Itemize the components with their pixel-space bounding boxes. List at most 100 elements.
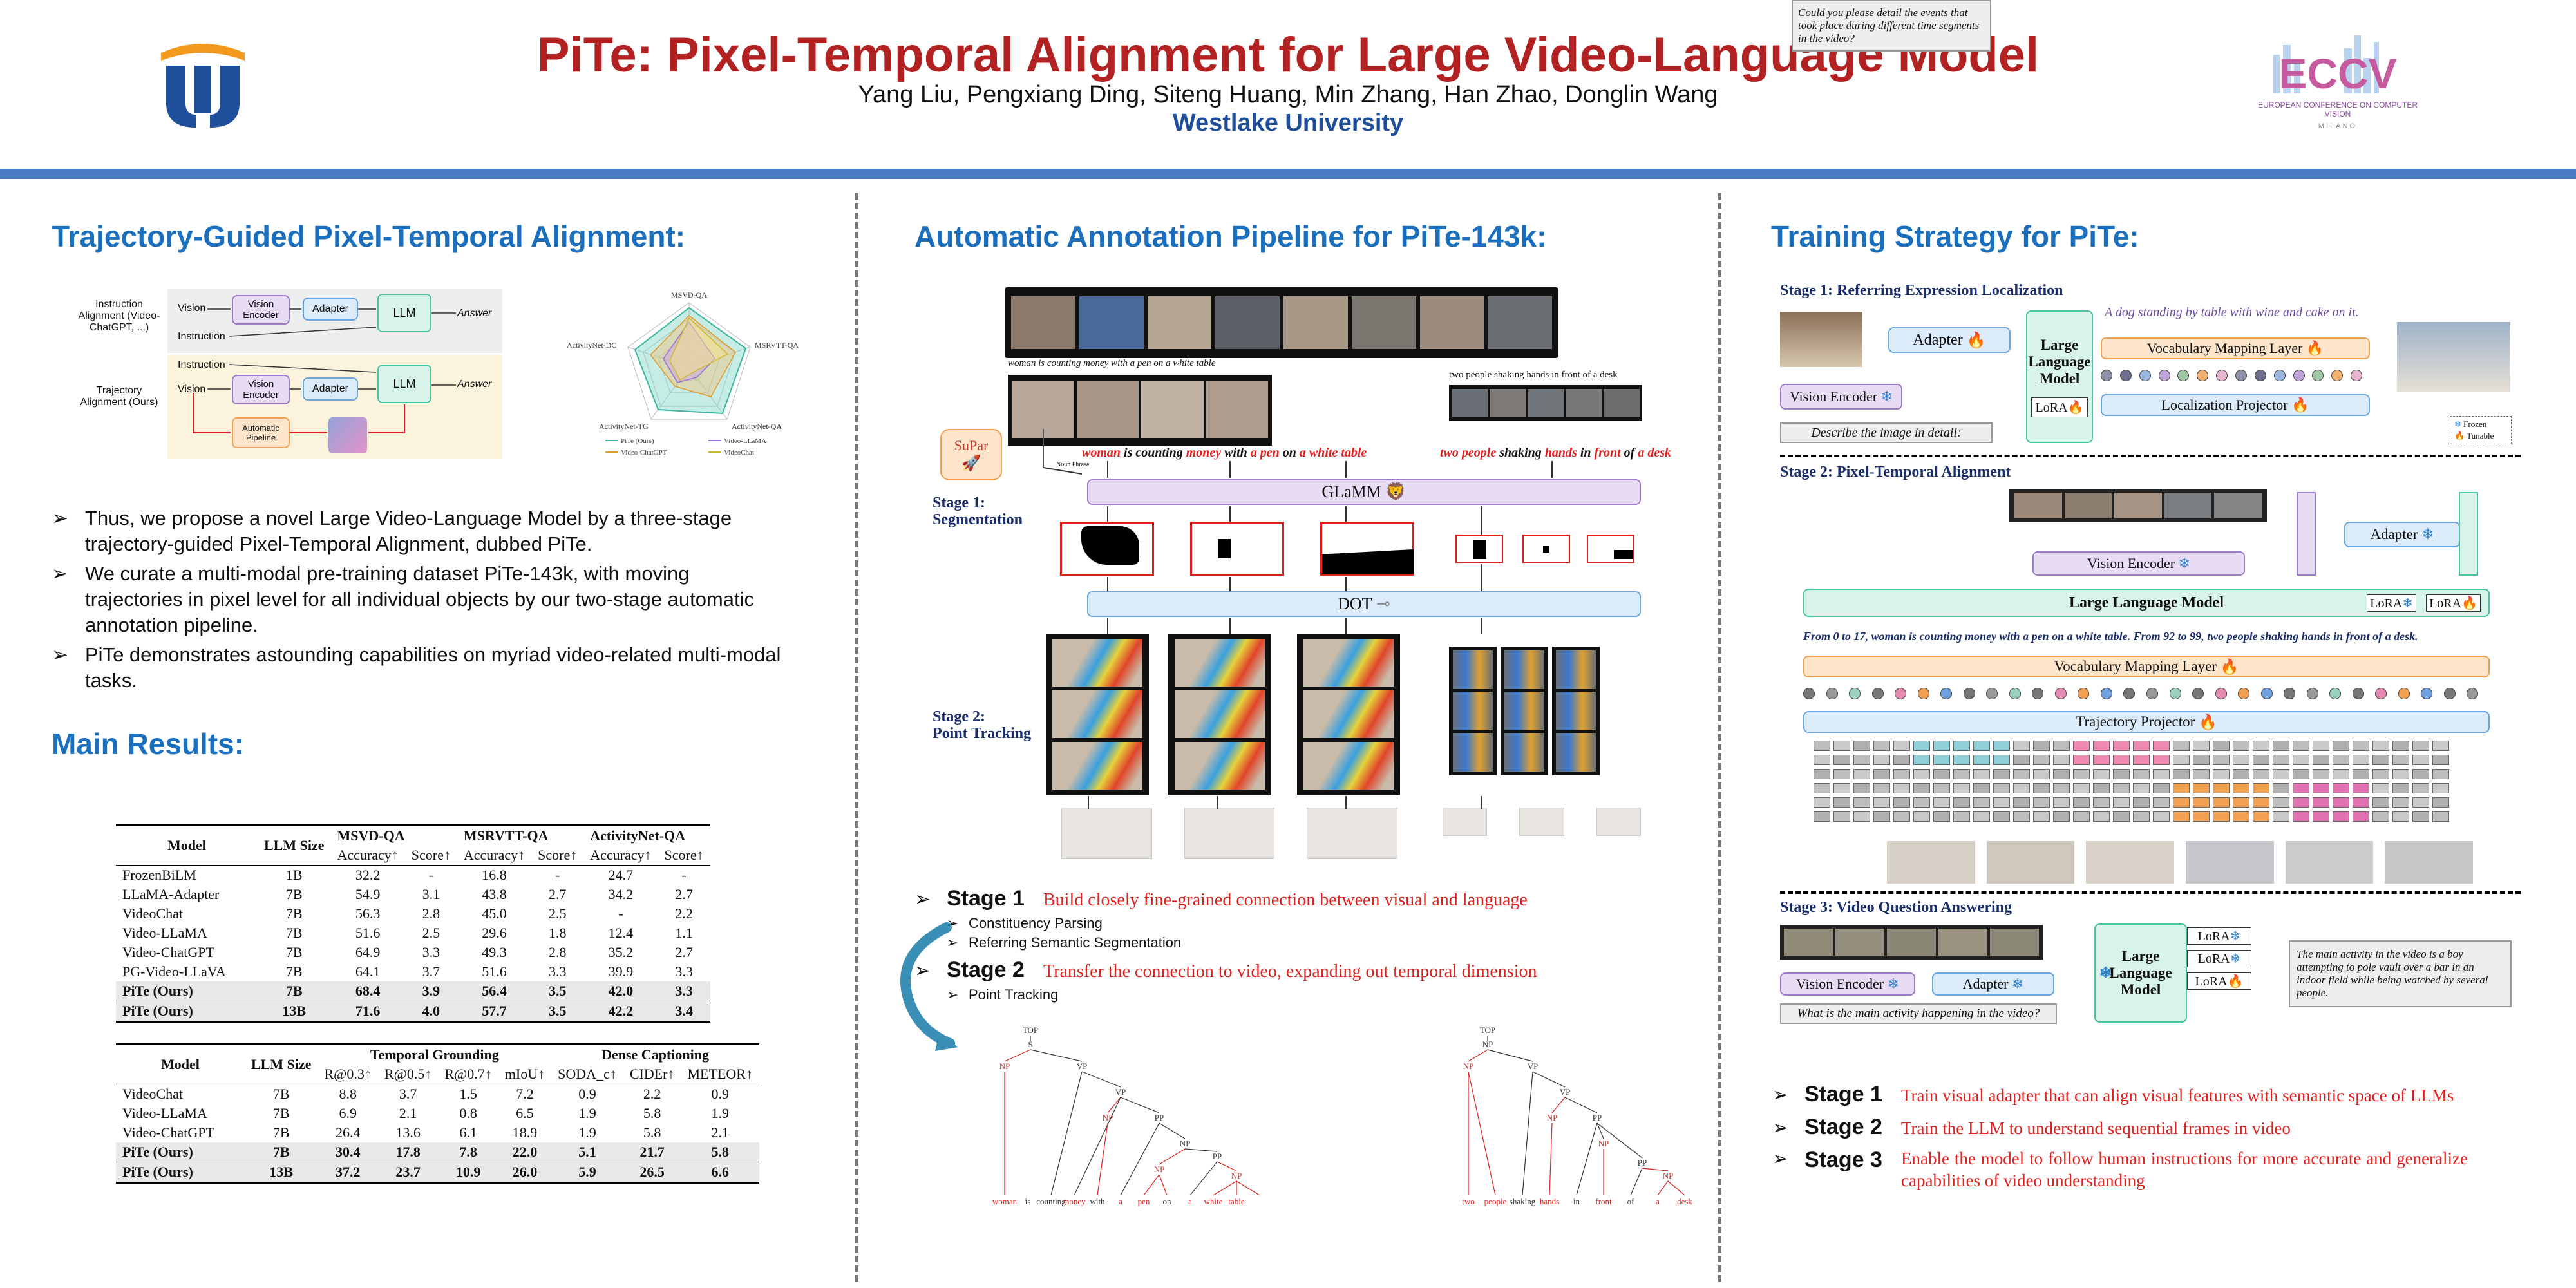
contribution-item: PiTe demonstrates astounding capabilitie… (52, 642, 786, 694)
trajectory-cell (2033, 755, 2050, 765)
table-cell: 17.8 (377, 1142, 439, 1162)
stage1-output-image (2397, 322, 2510, 392)
radar-axis-label: ActivityNet-DC (567, 341, 616, 350)
tree-node: people (1484, 1197, 1507, 1206)
trajectory-cell (2153, 755, 2170, 765)
table-cell: 2.7 (675, 944, 693, 960)
trajectory-cell (1973, 769, 1990, 779)
table-cell: 2.8 (422, 905, 440, 922)
trajectory-cell (1853, 741, 1870, 751)
stage3-vision-encoder: Vision Encoder ❄ (1780, 972, 1915, 996)
token-dot (1917, 688, 1929, 699)
tracking-strip (1297, 634, 1400, 795)
tracking-strip (1449, 647, 1497, 775)
tree-node: woman (992, 1197, 1018, 1206)
table-cell: 7B (285, 886, 303, 902)
token-dot (2139, 370, 2151, 381)
trajectory-cell (2333, 797, 2349, 808)
video-film-strip (1005, 287, 1558, 358)
stage2-vision-encoder: Vision Encoder ❄ (2032, 551, 2245, 576)
trajectory-cell (2173, 755, 2190, 765)
tree-node: counting (1036, 1197, 1066, 1206)
radar-legend-item: VideoChat (724, 449, 754, 457)
stage2-answer: From 0 to 17, woman is counting money wi… (1803, 630, 2418, 643)
table-subheader: METEOR↑ (687, 1066, 753, 1082)
column-divider-2 (1718, 193, 1721, 1282)
table-cell: PiTe (Ours) (116, 1001, 258, 1022)
trajectory-cell (1913, 783, 1930, 793)
trajectory-cell (2333, 811, 2349, 822)
stage3-answer: The main activity in the video is a boy … (2289, 940, 2512, 1007)
adapter-box: Adapter (303, 298, 358, 321)
trajectory-cell (2293, 811, 2309, 822)
table-cell: 35.2 (608, 944, 634, 960)
trajectory-cell (2113, 741, 2130, 751)
tree-node: VP (1115, 1087, 1126, 1097)
stage2-question: Could you please detail the events that … (1792, 0, 1991, 52)
trajectory-cell (2113, 769, 2130, 779)
table-cell: Video-ChatGPT (122, 1124, 214, 1141)
diagram-arrows (193, 308, 456, 433)
table-cell: 13B (245, 1162, 318, 1183)
token-dot (2273, 370, 2286, 381)
trajectory-cell (2053, 797, 2070, 808)
trajectory-cell (1953, 783, 1970, 793)
caption-word: in (1577, 446, 1595, 460)
token-dot (2119, 370, 2132, 381)
tree-node: TOP (1480, 1025, 1495, 1035)
trajectory-cell (1953, 769, 1970, 779)
tree-node: TOP (1023, 1025, 1038, 1035)
trajectory-cell (2372, 811, 2389, 822)
table-cell: PiTe (Ours) (116, 1142, 245, 1162)
trajectory-cell (2233, 811, 2249, 822)
token-dot (2215, 688, 2227, 699)
video-frame (1488, 296, 1552, 349)
tree-node: PP (1638, 1158, 1647, 1168)
trajectory-cell (1973, 797, 1990, 808)
stage2-panel-title: Stage 2: Pixel-Temporal Alignment (1780, 464, 2011, 480)
trajectory-cell (1933, 797, 1950, 808)
trajectory-cell (2093, 811, 2110, 822)
trajectory-cell (2273, 797, 2289, 808)
visual-feature-column (2297, 492, 2316, 576)
trajectory-cube-icon (328, 417, 367, 453)
table-cell: 56.3 (355, 905, 381, 922)
trajectory-alignment-label: Trajectory Alignment (Ours) (80, 385, 158, 408)
token-dot (2284, 688, 2296, 699)
stage1-lora: LoRA🔥 (2031, 397, 2088, 417)
table-header: ActivityNet-QA (590, 828, 686, 844)
token-dot (2331, 370, 2344, 381)
tree-node: a (1119, 1197, 1122, 1206)
table-cell: 21.7 (623, 1142, 681, 1162)
trajectory-cell (1913, 811, 1930, 822)
caption-word: on (1279, 446, 1300, 460)
table-cell: 22.0 (498, 1142, 552, 1162)
stage2-trajectory-thumbnails (1887, 841, 2474, 884)
rocket-icon: 🚀 (961, 455, 981, 472)
table-cell: 2.5 (422, 925, 440, 941)
trajectory-cell (2432, 811, 2449, 822)
trajectory-cell (1933, 811, 1950, 822)
trajectory-cell (2013, 741, 2030, 751)
video-frame (1079, 296, 1144, 349)
trajectory-cell (2213, 769, 2230, 779)
tree-node: money (1063, 1197, 1086, 1206)
trajectory-cell (2333, 755, 2349, 765)
stage1-vision-encoder: Vision Encoder ❄ (1780, 384, 1902, 410)
trajectory-cell (1873, 811, 1890, 822)
section-title-pipeline: Automatic Annotation Pipeline for PiTe-1… (914, 220, 1547, 253)
tracking-strip (1552, 647, 1600, 775)
stage3-video-frames (1780, 925, 2043, 960)
table-cell: Video-ChatGPT (122, 944, 214, 960)
radar-legend-item: PiTe (Ours) (621, 437, 654, 445)
trajectory-cell (2293, 769, 2309, 779)
trajectory-cell (2113, 797, 2130, 808)
trajectory-cell (1814, 797, 1830, 808)
tracking-result-thumbnails (1061, 808, 1641, 862)
arrow-icon: ➢ (914, 889, 931, 910)
trajectory-cell (2432, 783, 2449, 793)
contribution-item: Thus, we propose a novel Large Video-Lan… (52, 506, 786, 557)
